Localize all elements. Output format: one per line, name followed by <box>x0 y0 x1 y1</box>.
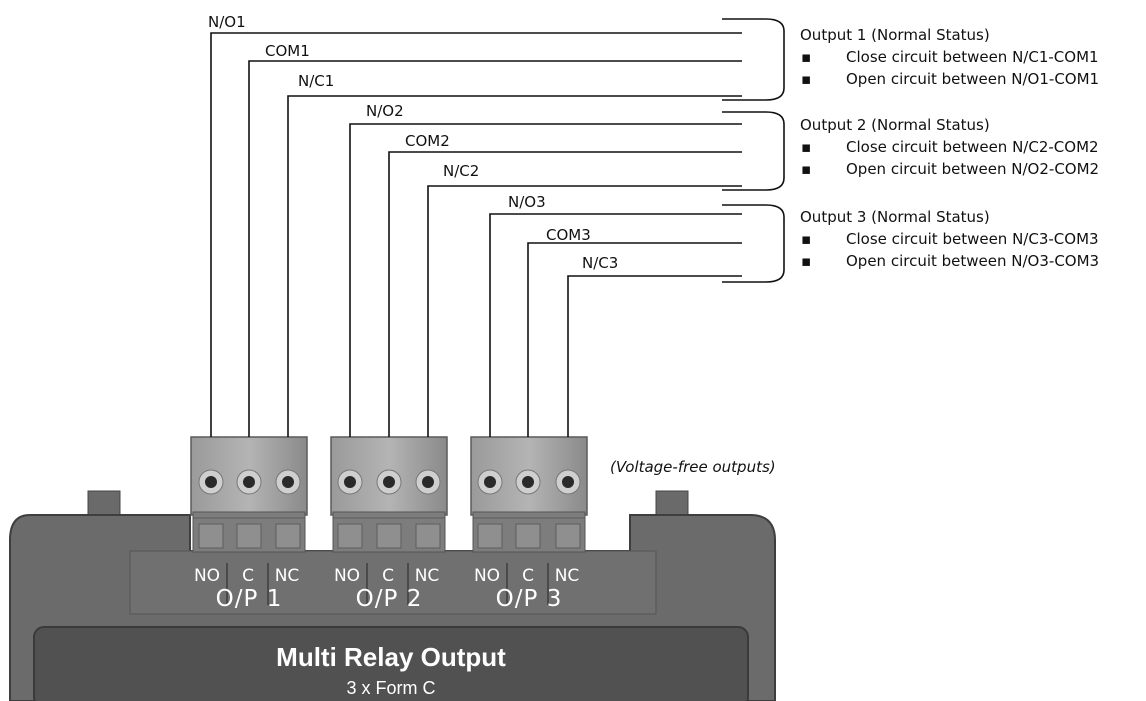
voltage-free-note: (Voltage-free outputs) <box>610 458 776 476</box>
bullet-icon: ▪ <box>801 160 811 178</box>
wire-nc3 <box>567 275 742 437</box>
wire-com3 <box>527 242 742 437</box>
wire-nc2 <box>427 185 742 437</box>
screw-hole <box>522 476 534 488</box>
terminal-label-no: NO <box>334 566 360 586</box>
terminal-label-nc: NC <box>555 566 580 586</box>
device-housing: Multi Relay Output 3 x Form C <box>9 490 776 701</box>
terminal-socket <box>236 523 262 549</box>
left-clip <box>87 490 121 518</box>
terminal-label-c: C <box>382 566 394 586</box>
screw-hole <box>422 476 434 488</box>
terminal-label-no: NO <box>474 566 500 586</box>
brace-curve <box>765 111 785 191</box>
wire-label: N/C1 <box>298 72 334 90</box>
terminal-label-c: C <box>242 566 254 586</box>
terminal-socket <box>376 523 402 549</box>
output-3-description: Output 3 (Normal Status) ▪ Close circuit b… <box>722 204 1099 283</box>
output-title: Output 2 (Normal Status) <box>800 116 990 134</box>
terminal-socket <box>337 523 363 549</box>
output-block-label: O/P 2 <box>356 586 423 612</box>
bullet-icon: ▪ <box>801 252 811 270</box>
output-title: Output 1 (Normal Status) <box>800 26 990 44</box>
wire-label: COM1 <box>265 42 310 60</box>
output-condition: Close circuit between N/C1-COM1 <box>846 48 1099 66</box>
wire-label: N/C3 <box>582 254 618 272</box>
output-condition: Close circuit between N/C3-COM3 <box>846 230 1099 248</box>
screw-hole <box>484 476 496 488</box>
terminal-label-c: C <box>522 566 534 586</box>
terminal-socket <box>515 523 541 549</box>
terminal-block-3: NO C NCO/P 3 <box>470 436 588 612</box>
terminal-socket <box>415 523 441 549</box>
terminal-socket <box>477 523 503 549</box>
wire-label: N/O1 <box>208 13 246 31</box>
wire-nc1 <box>287 95 742 437</box>
terminal-label-nc: NC <box>275 566 300 586</box>
device-subtitle: 3 x Form C <box>346 678 435 698</box>
wire-no2 <box>349 123 742 437</box>
terminal-block-2: NO C NCO/P 2 <box>330 436 448 612</box>
wire-label: COM2 <box>405 132 450 150</box>
output-block-label: O/P 3 <box>496 586 563 612</box>
output-condition: Open circuit between N/O3-COM3 <box>846 252 1099 270</box>
terminal-socket <box>275 523 301 549</box>
bullet-icon: ▪ <box>801 48 811 66</box>
brace-curve <box>765 204 785 283</box>
screw-hole <box>383 476 395 488</box>
terminal-label-no: NO <box>194 566 220 586</box>
wire-label: N/O3 <box>508 193 546 211</box>
wire-com1 <box>248 60 742 437</box>
device-front-panel <box>33 626 749 701</box>
right-clip <box>655 490 689 518</box>
output-condition: Close circuit between N/C2-COM2 <box>846 138 1099 156</box>
output-condition: Open circuit between N/O2-COM2 <box>846 160 1099 178</box>
wire-com2 <box>388 151 742 437</box>
output-descriptions: Output 1 (Normal Status) ▪ Close circuit b… <box>722 18 1099 283</box>
bullet-icon: ▪ <box>801 70 811 88</box>
screw-hole <box>344 476 356 488</box>
screw-hole <box>243 476 255 488</box>
bullet-icon: ▪ <box>801 230 811 248</box>
device-title: Multi Relay Output <box>276 642 506 672</box>
wire-label: COM3 <box>546 226 591 244</box>
terminal-socket <box>555 523 581 549</box>
output-2-description: Output 2 (Normal Status) ▪ Close circuit b… <box>722 111 1099 191</box>
terminal-label-nc: NC <box>415 566 440 586</box>
screw-hole <box>205 476 217 488</box>
screw-hole <box>562 476 574 488</box>
terminal-block-1: NO C NCO/P 1 <box>190 436 308 612</box>
output-title: Output 3 (Normal Status) <box>800 208 990 226</box>
terminal-socket <box>198 523 224 549</box>
output-condition: Open circuit between N/O1-COM1 <box>846 70 1099 88</box>
output-block-label: O/P 1 <box>216 586 283 612</box>
wire-no1 <box>210 32 742 437</box>
wire-label: N/O2 <box>366 102 404 120</box>
output-1-description: Output 1 (Normal Status) ▪ Close circuit b… <box>722 18 1099 101</box>
wire-label: N/C2 <box>443 162 479 180</box>
wire-no3 <box>489 213 742 437</box>
terminal-label-strip <box>129 550 657 615</box>
bullet-icon: ▪ <box>801 138 811 156</box>
screw-hole <box>282 476 294 488</box>
brace-curve <box>765 18 785 101</box>
